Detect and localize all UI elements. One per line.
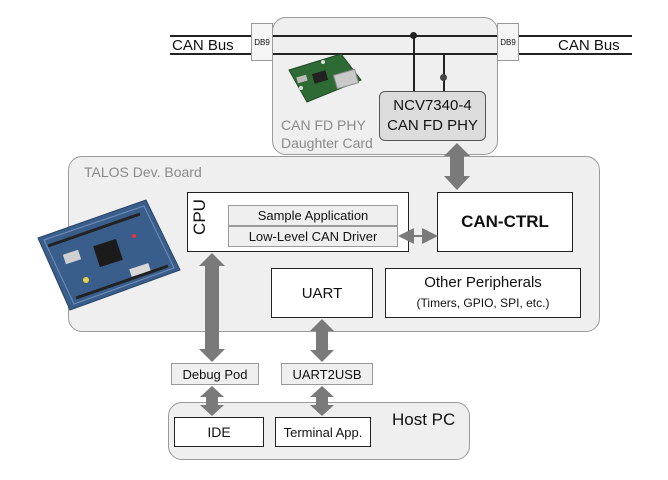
can-bus-bottom-line — [170, 53, 632, 55]
low-level-can-driver-box: Low-Level CAN Driver — [228, 226, 398, 247]
terminal-app-box: Terminal App. — [275, 417, 371, 447]
ide-box: IDE — [174, 417, 264, 447]
phy-box: NCV7340-4 CAN FD PHY — [379, 91, 486, 141]
phy-line1: NCV7340-4 — [393, 97, 472, 114]
daughter-card-label-1: CAN FD PHY — [281, 117, 366, 133]
can-bus-left-label: CAN Bus — [172, 37, 234, 54]
uart-label: UART — [301, 284, 343, 302]
other-peripherals-subtitle: (Timers, GPIO, SPI, etc.) — [416, 296, 550, 310]
arrow-cpu-debugpod — [199, 253, 225, 362]
daughter-card-label-2: Daughter Card — [281, 135, 373, 151]
can-bus-right-label: CAN Bus — [558, 37, 620, 54]
ide-label: IDE — [207, 424, 231, 440]
arrow-uart-uart2usb — [310, 319, 334, 362]
sample-application-label: Sample Application — [257, 208, 369, 223]
sample-application-box: Sample Application — [228, 205, 398, 226]
host-pc-label: Host PC — [392, 410, 456, 429]
can-bus-top-line — [170, 35, 632, 37]
arrow-phy-canctrl — [444, 143, 470, 190]
uart2usb-label: UART2USB — [292, 366, 362, 382]
dev-board-image — [37, 199, 181, 311]
low-level-can-driver-label: Low-Level CAN Driver — [248, 229, 378, 244]
bus-tap-low-dot — [440, 74, 447, 81]
debug-pod-label: Debug Pod — [182, 366, 248, 382]
db9-connector-right: DB9 — [497, 23, 519, 61]
dev-board-label: TALOS Dev. Board — [84, 164, 202, 180]
bus-tap-high — [413, 35, 415, 91]
db9-connector-left: DB9 — [251, 23, 273, 61]
db9-right-label: DB9 — [500, 37, 516, 47]
db9-left-label: DB9 — [254, 37, 270, 47]
phy-daughter-card-image — [288, 53, 362, 103]
other-peripherals-box: Other Peripherals (Timers, GPIO, SPI, et… — [385, 268, 581, 318]
phy-line2: CAN FD PHY — [387, 117, 478, 134]
bus-tap-high-dot — [410, 32, 417, 39]
other-peripherals-title: Other Peripherals — [424, 274, 542, 291]
arrow-uart2usb-terminal — [310, 386, 334, 416]
can-ctrl-label: CAN-CTRL — [461, 212, 549, 231]
terminal-app-label: Terminal App. — [283, 424, 363, 440]
can-ctrl-box: CAN-CTRL — [437, 192, 573, 252]
uart2usb-box: UART2USB — [281, 363, 373, 385]
uart-box: UART — [271, 268, 373, 318]
arrow-debugpod-ide — [200, 386, 224, 416]
bus-tap-low — [443, 53, 445, 91]
debug-pod-box: Debug Pod — [171, 363, 259, 385]
